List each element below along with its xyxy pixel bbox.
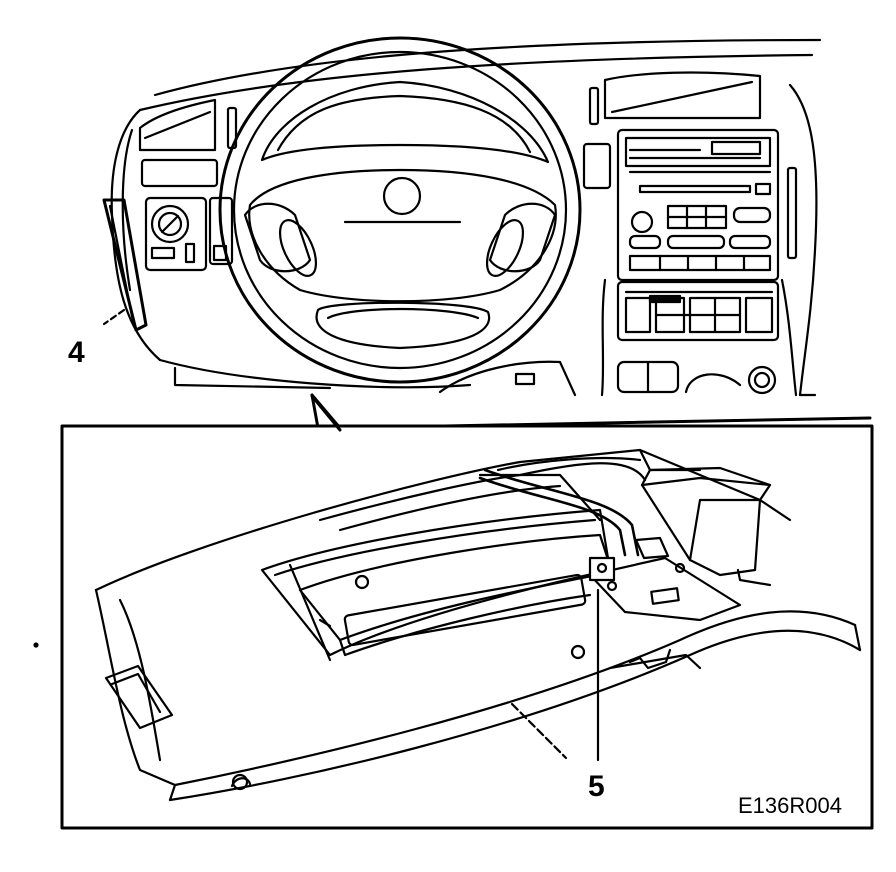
left-switch-panel <box>140 158 219 188</box>
leader-line-panel <box>510 702 568 760</box>
lower-panel-detail <box>94 448 862 802</box>
dashboard-upper-view <box>102 36 822 397</box>
steering-wheel-rim <box>218 36 582 384</box>
control-module-box <box>298 533 614 642</box>
callout-label-4: 4 <box>68 336 85 369</box>
left-vent <box>138 98 217 152</box>
callout-label-5: 5 <box>588 770 605 803</box>
side-panel-strip <box>102 198 148 332</box>
steering-wheel-hub <box>248 168 557 303</box>
light-rotary-knob <box>150 204 190 244</box>
horn-emblem <box>382 176 422 216</box>
module-recess <box>260 508 612 657</box>
climate-control-unit <box>616 280 780 342</box>
left-spoke-buttons <box>243 202 312 273</box>
right-spoke-buttons <box>488 202 557 273</box>
radio-unit <box>616 128 780 282</box>
detail-frame <box>60 393 874 830</box>
lower-trim-panel <box>94 448 792 592</box>
lighter-socket <box>747 365 777 395</box>
mounting-bracket <box>640 476 772 577</box>
center-vent <box>603 71 762 120</box>
figure-code: E136R004 <box>738 793 842 818</box>
leader-line-4 <box>102 308 126 326</box>
connector-plate <box>588 556 742 622</box>
light-switch-panel <box>144 196 208 272</box>
fastener-5 <box>588 556 616 582</box>
